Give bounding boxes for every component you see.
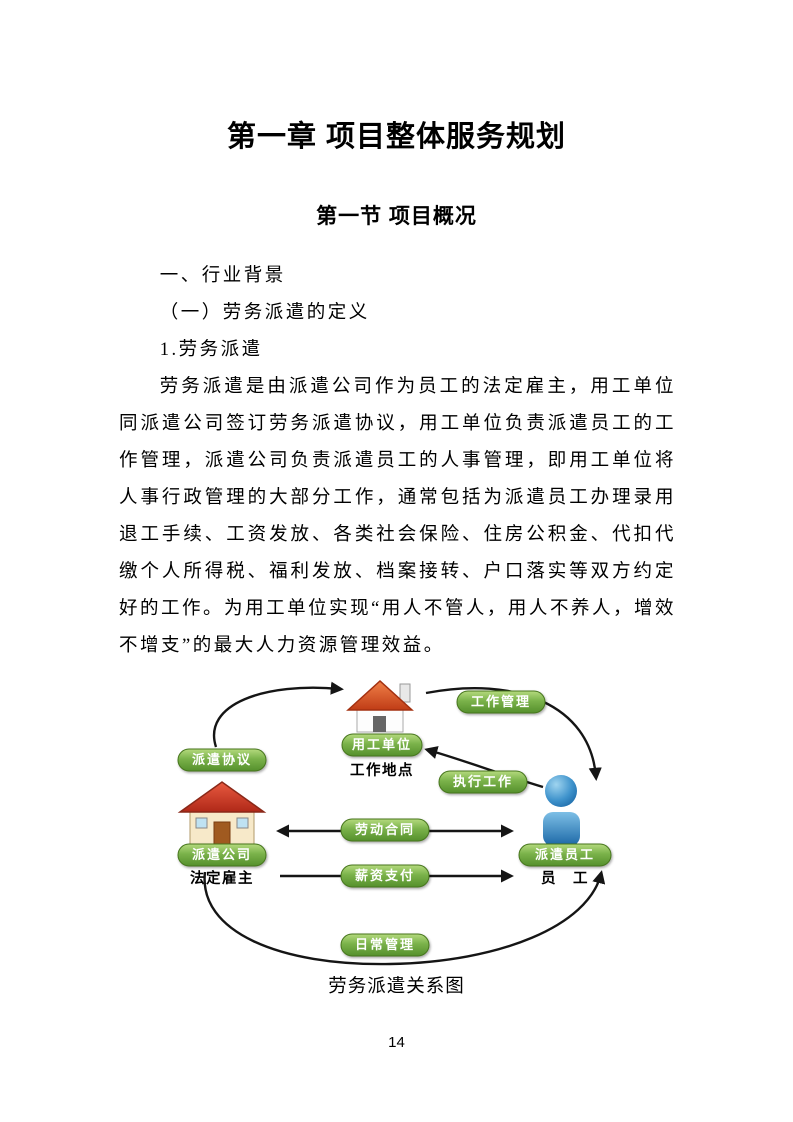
label-work-location: 工作地点: [350, 761, 414, 779]
section-title: 第一节 项目概况: [316, 205, 477, 229]
body-content: 一、行业背景 （一）劳务派遣的定义 1.劳务派遣 劳务派遣是由派遣公司作为员工的…: [119, 258, 676, 665]
diagram-caption: 劳务派遣关系图: [328, 977, 465, 997]
heading-labor-dispatch: 1.劳务派遣: [159, 340, 263, 360]
entity-dispatched-employee-label: 派遣员工: [535, 847, 595, 862]
label-employee: 员 工: [541, 870, 589, 887]
arrow-daily-management-to-employee: [203, 870, 606, 966]
heading-industry-background: 一、行业背景: [159, 266, 286, 286]
arrow-agreement-to-employing-unit: [212, 681, 344, 748]
pill-salary-payment-label: 薪资支付: [355, 868, 415, 883]
pill-execute-work-label: 执行工作: [453, 774, 513, 789]
entity-dispatched-employee: 派遣员工: [518, 843, 612, 867]
pill-labor-contract-label: 劳动合同: [355, 822, 415, 837]
employee-person-icon: [543, 775, 580, 846]
pill-daily-management: 日常管理: [340, 933, 430, 957]
labor-dispatch-diagram-svg: 派遣协议 工作管理 执行工作 劳动合同 薪资支付 日常管理: [177, 679, 612, 966]
pill-daily-management-label: 日常管理: [355, 937, 415, 952]
label-legal-employer: 法定雇主: [190, 869, 254, 887]
arrow-execute-work-to-employing-unit: [424, 746, 544, 789]
paragraph-labor-dispatch: 劳务派遣是由派遣公司作为员工的法定雇主，用工单位同派遣公司签订劳务派遣协议，用工…: [119, 377, 676, 656]
employing-unit-house-icon: [346, 679, 414, 733]
dispatch-company-house-icon: [177, 781, 267, 845]
pill-salary-payment: 薪资支付: [340, 864, 430, 888]
entity-employing-unit: 用工单位: [341, 733, 423, 757]
pill-dispatch-agreement: 派遣协议: [177, 748, 267, 772]
page-number: 14: [388, 1034, 405, 1051]
pill-dispatch-agreement-label: 派遣协议: [192, 752, 252, 767]
labor-dispatch-diagram: 派遣协议 工作管理 执行工作 劳动合同 薪资支付 日常管理: [160, 674, 633, 974]
heading-dispatch-definition: （一）劳务派遣的定义: [159, 303, 370, 323]
entity-employing-unit-label: 用工单位: [351, 737, 412, 752]
entity-dispatch-company-label: 派遣公司: [192, 847, 252, 862]
pill-labor-contract: 劳动合同: [340, 818, 430, 842]
pill-work-management: 工作管理: [456, 690, 546, 714]
entity-dispatch-company: 派遣公司: [177, 843, 267, 867]
chapter-title: 第一章 项目整体服务规划: [226, 121, 567, 154]
pill-execute-work: 执行工作: [438, 770, 528, 794]
pill-work-management-label: 工作管理: [471, 694, 531, 709]
